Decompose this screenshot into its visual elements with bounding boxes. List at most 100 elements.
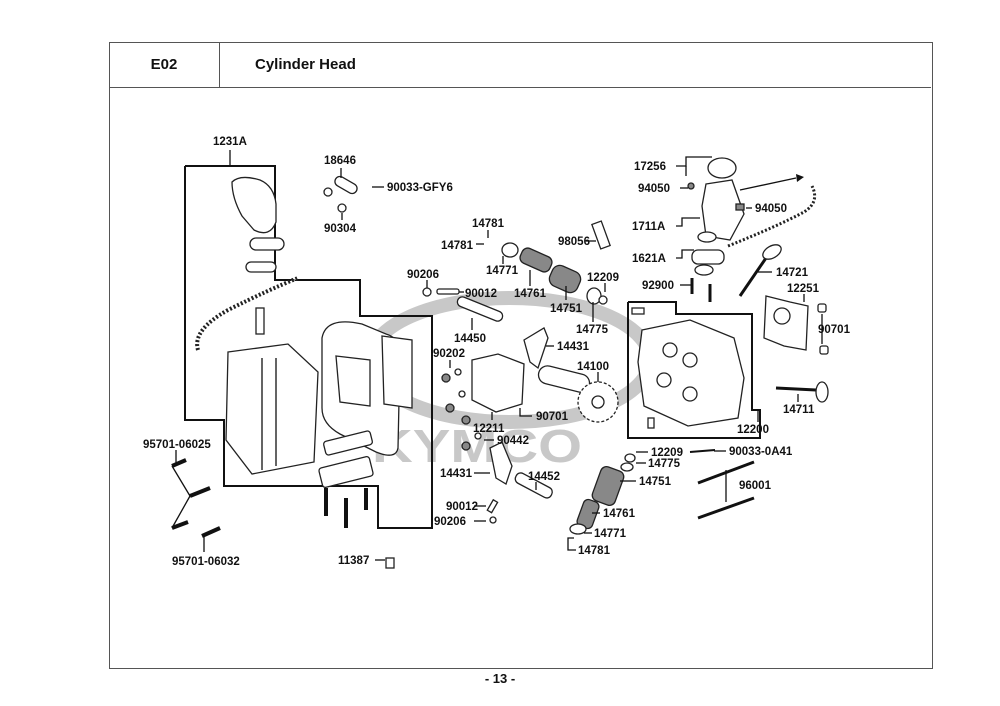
stud-bolt-part: [697, 496, 755, 520]
stud-part: [631, 307, 645, 315]
part-label-14721: 14721: [776, 267, 809, 279]
part-label-90701: 90701: [536, 411, 569, 423]
leader-line: [567, 537, 576, 551]
cover-inner-plate-part: [381, 335, 413, 409]
dowel-part: [817, 303, 827, 313]
leader-line: [676, 217, 700, 227]
arrow-head-icon: [796, 174, 804, 182]
vacuum-hose-part: [727, 185, 817, 248]
section-code: E02: [109, 42, 220, 87]
part-label-14781: 14781: [441, 240, 474, 252]
part-label-14771: 14771: [594, 528, 627, 540]
spring-retainer-part: [501, 242, 519, 258]
part-label-14751: 14751: [639, 476, 672, 488]
part-label-90202: 90202: [433, 348, 465, 360]
head-port-part: [662, 342, 678, 358]
part-label-96001: 96001: [739, 480, 772, 492]
part-label-90012: 90012: [446, 501, 478, 513]
plate-part-18646: [334, 175, 358, 195]
intake-clamp-part: [707, 157, 737, 179]
part-label-14751: 14751: [550, 303, 583, 315]
part-label-18646: 18646: [324, 155, 356, 167]
nut-part: [422, 287, 432, 297]
part-label-90033-0A41: 90033-0A41: [729, 446, 793, 458]
valve-stem-seal-part: [598, 295, 608, 305]
valve-head-part: [815, 381, 829, 403]
part-label-90206: 90206: [434, 516, 466, 528]
part-label-14781: 14781: [578, 545, 611, 557]
bolts: [171, 458, 368, 538]
nut-part: [461, 415, 471, 425]
part-label-14761: 14761: [514, 288, 547, 300]
spark-plug-part: [591, 220, 611, 250]
diagram-frame: [109, 42, 933, 669]
part-label-12211: 12211: [473, 423, 505, 435]
seal-plate-part: [323, 430, 373, 456]
part-label-90033-GFY6: 90033-GFY6: [387, 182, 453, 194]
bolt-head-part: [337, 203, 347, 213]
head-port-part: [656, 372, 672, 388]
rocker-arm-part: [523, 327, 549, 370]
part-label-14452: 14452: [528, 471, 560, 483]
leader-line: [171, 495, 191, 529]
part-label-14781: 14781: [472, 218, 505, 230]
group-outline-1231A: [184, 165, 433, 529]
rocker-shaft-part: [514, 472, 553, 499]
sprocket-hub-part: [591, 395, 605, 409]
nut-part: [687, 182, 695, 190]
nut-part: [445, 403, 455, 413]
adjust-screw-part: [486, 498, 499, 514]
stud-part: [647, 417, 655, 429]
arrow-line: [739, 177, 797, 191]
pin-part: [689, 449, 716, 453]
part-label-95701-06032: 95701-06032: [172, 556, 240, 568]
spring-retainer-part: [624, 453, 636, 463]
bolt-part: [189, 486, 211, 498]
part-labels: 1231A 18646 90033-GFY6 90304 14781 14781…: [143, 136, 851, 568]
valve-spring-outer-part: [591, 466, 625, 506]
group-outline-12200: [627, 301, 761, 439]
part-label-14100: 14100: [577, 361, 609, 373]
nut-part: [461, 441, 471, 451]
pipe-flange-part: [249, 237, 285, 251]
leader-line: [676, 156, 712, 167]
part-label-90701: 90701: [818, 324, 851, 336]
nut-part: [489, 516, 497, 524]
part-label-1621A: 1621A: [632, 253, 666, 265]
intake-valve-part: [775, 386, 817, 392]
leader-line: [676, 249, 694, 259]
washer-part: [474, 432, 482, 440]
header-bar: E02 Cylinder Head: [109, 42, 931, 88]
nut-part: [735, 203, 745, 211]
part-label-90012: 90012: [465, 288, 497, 300]
insulator-part: [691, 249, 725, 265]
part-label-1711A: 1711A: [632, 221, 665, 233]
part-label-90206: 90206: [407, 269, 439, 281]
leader-line: [171, 465, 191, 497]
intake-manifold-part: [701, 179, 745, 241]
valve-head-part: [762, 244, 782, 260]
bolt-head-part: [323, 187, 333, 197]
valve-spring-outer-part: [548, 264, 582, 294]
part-label-92900: 92900: [642, 280, 674, 292]
clip-part: [385, 557, 395, 569]
dowel-part: [819, 345, 829, 355]
cylinder-head-part: [637, 319, 745, 427]
part-label-94050: 94050: [638, 183, 670, 195]
spring-seat-part: [620, 462, 634, 472]
part-label-12200: 12200: [737, 424, 769, 436]
head-port-part: [682, 386, 698, 402]
o-ring-part: [697, 231, 717, 243]
o-ring-part: [694, 264, 714, 276]
breather-pipe-part: [231, 176, 277, 234]
gasket-part: [245, 261, 277, 273]
parts-drawing: [171, 157, 829, 569]
gasket-bore-part: [773, 307, 791, 325]
washer-part: [454, 368, 462, 376]
nut-part: [441, 373, 451, 383]
part-label-11387: 11387: [338, 555, 369, 567]
rocker-shaft-part: [456, 296, 504, 322]
page-number: - 13 -: [484, 671, 516, 686]
part-label-14431: 14431: [557, 341, 590, 353]
